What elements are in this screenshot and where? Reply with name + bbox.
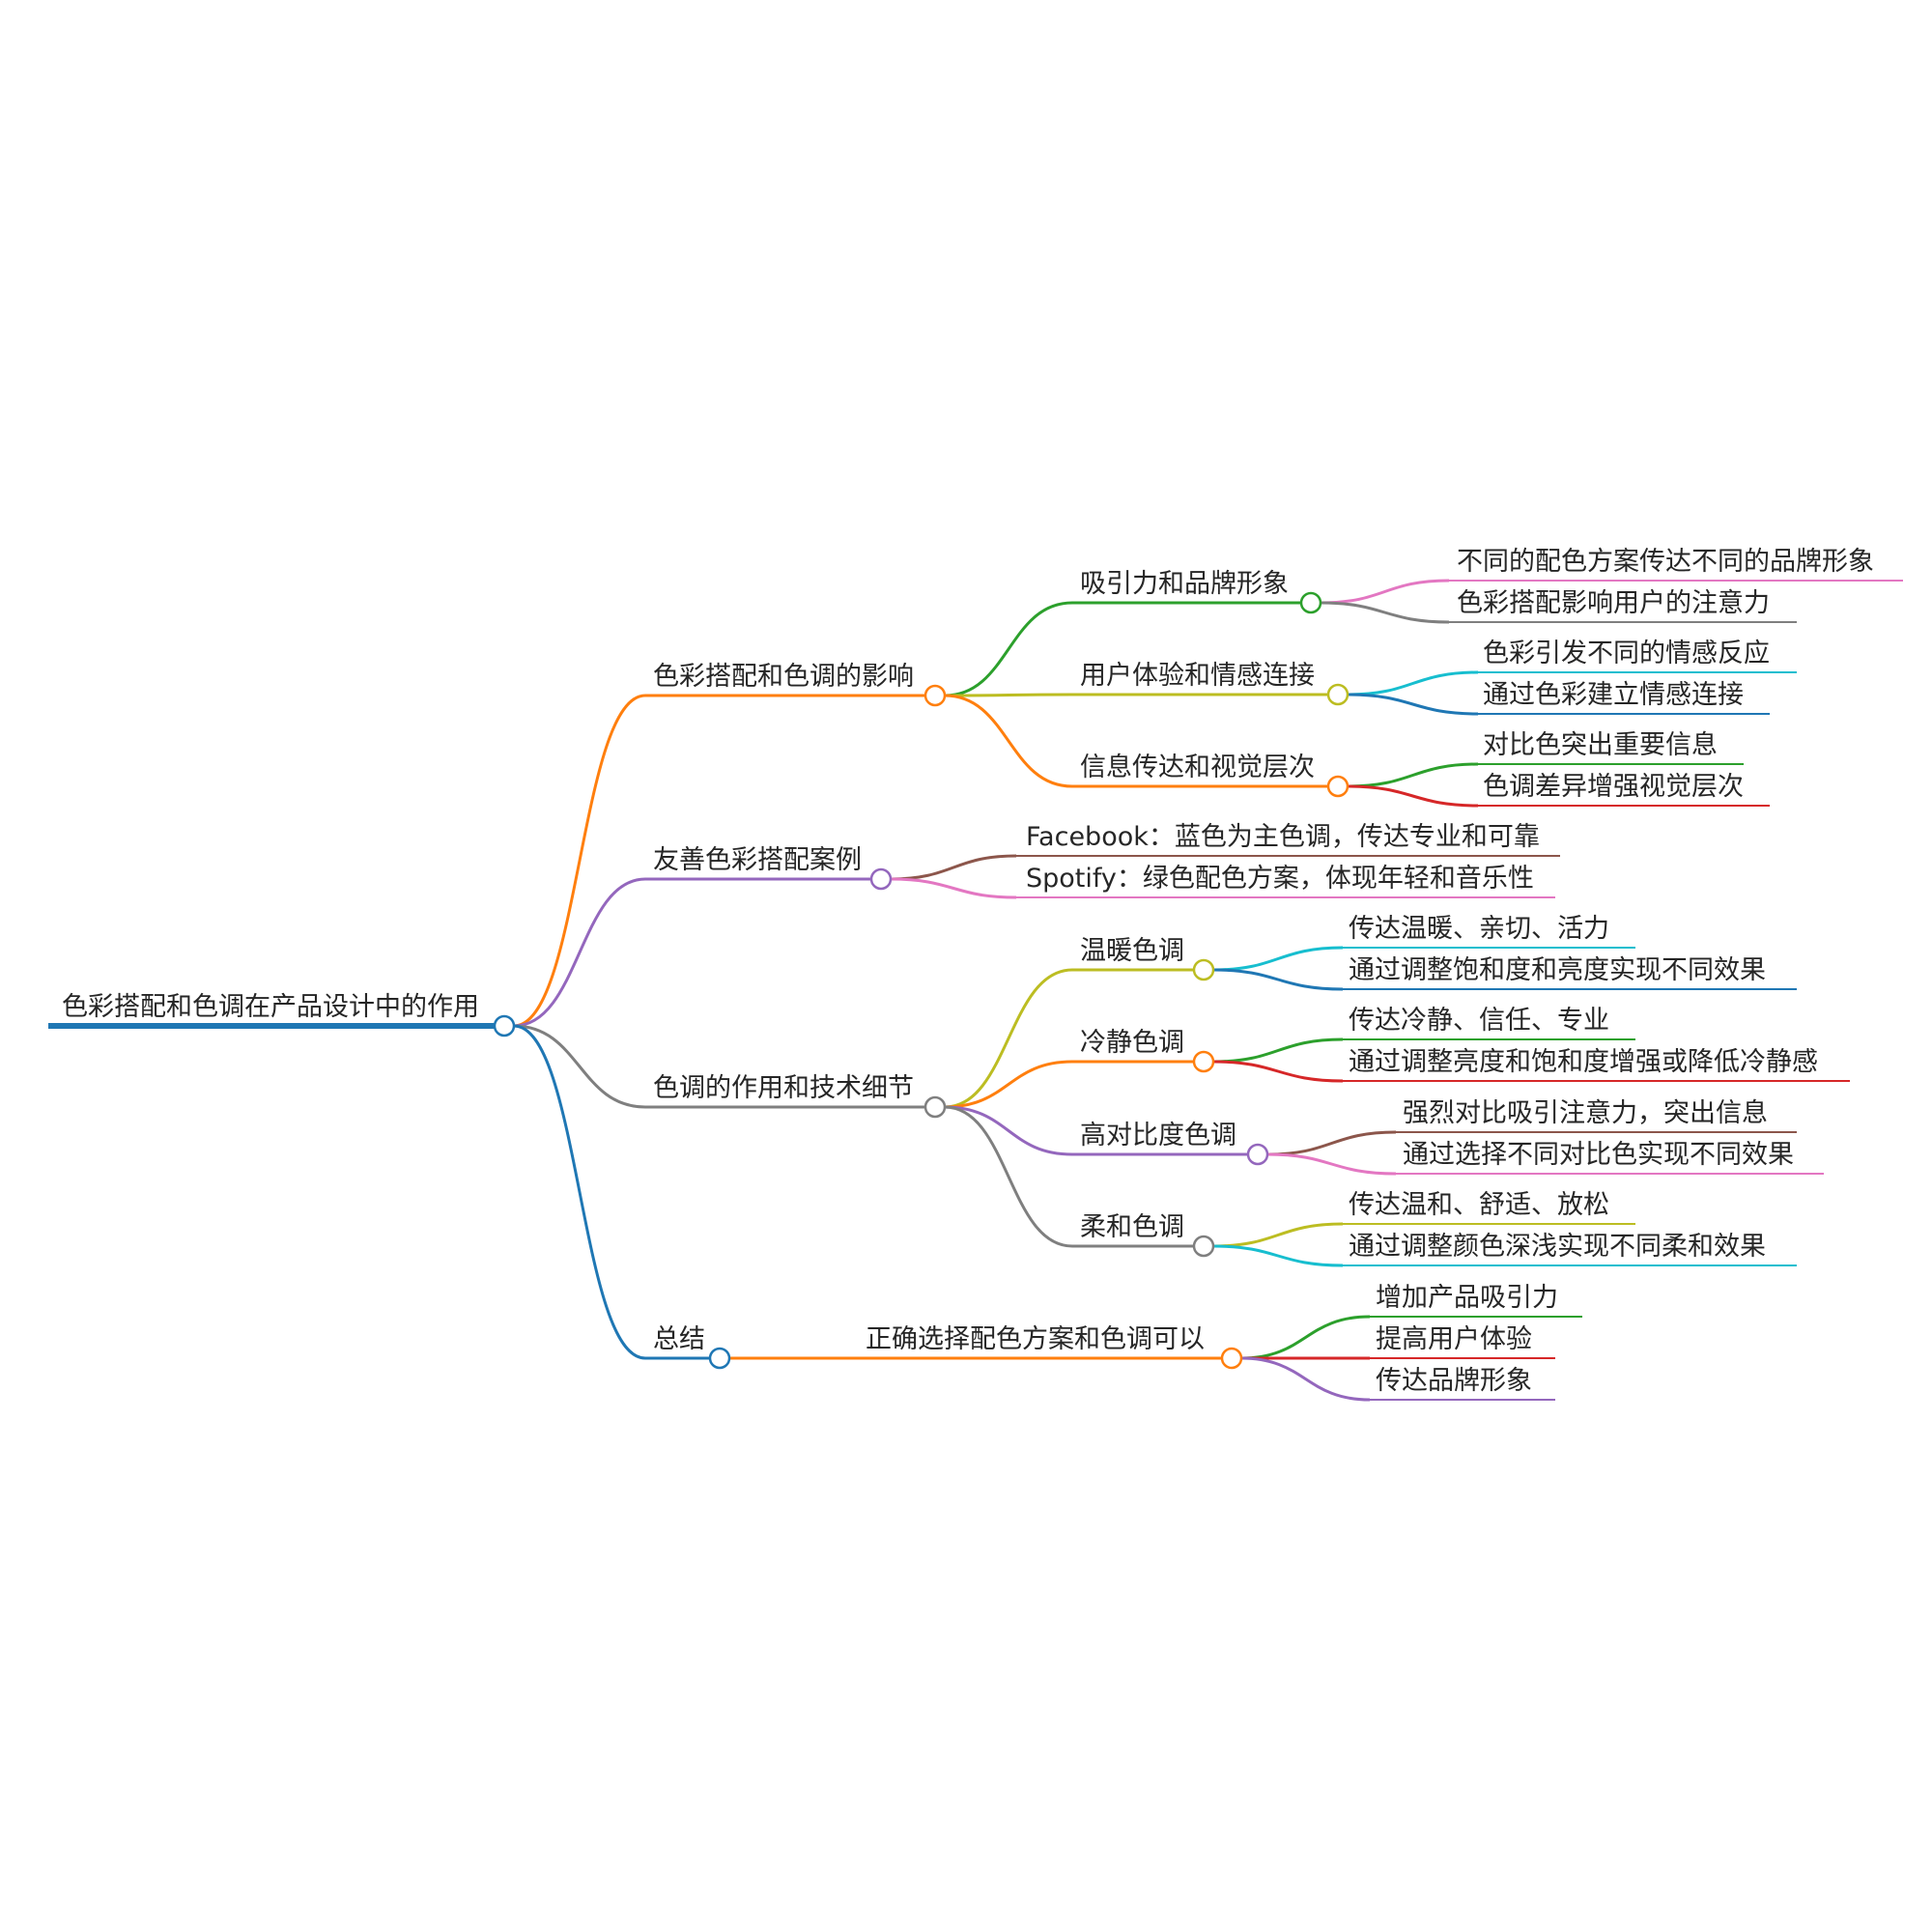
- connector-ux-ux-1: [1347, 670, 1479, 696]
- node-label-info[interactable]: 信息传达和视觉层次: [1080, 753, 1315, 782]
- node-label-info-2[interactable]: 色调差异增强视觉层次: [1483, 772, 1744, 802]
- connector-root-impact: [513, 694, 646, 1028]
- connector-info-info-2: [1347, 784, 1479, 808]
- connector-cases-case-sp: [890, 877, 1017, 899]
- connector-attract-attract-2: [1320, 601, 1450, 624]
- node-label-contrast[interactable]: 高对比度色调: [1080, 1121, 1236, 1151]
- node-layer: 色彩搭配和色调在产品设计中的作用 色彩搭配和色调的影响 吸引力和品牌形象 不同的配色方…: [48, 547, 1903, 1401]
- node-label-cool-2[interactable]: 通过调整亮度和饱和度增强或降低冷静感: [1349, 1047, 1818, 1077]
- node-label-ux[interactable]: 用户体验和情感连接: [1080, 661, 1315, 691]
- node-label-soft[interactable]: 柔和色调: [1080, 1212, 1184, 1242]
- node-label-cases[interactable]: 友善色彩搭配案例: [653, 845, 862, 875]
- connector-warm-warm-1: [1212, 946, 1344, 972]
- connector-impact-info: [944, 694, 1073, 788]
- node-label-summary-2[interactable]: 提高用户体验: [1376, 1324, 1532, 1354]
- node-label-ux-2[interactable]: 通过色彩建立情感连接: [1483, 680, 1744, 710]
- collapse-toggle-contrast[interactable]: [1246, 1143, 1269, 1166]
- connector-contrast-contrast-2: [1266, 1152, 1397, 1176]
- connector-contrast-contrast-1: [1266, 1130, 1397, 1156]
- collapse-toggle-warm[interactable]: [1192, 958, 1215, 981]
- node-label-summary-1[interactable]: 增加产品吸引力: [1376, 1283, 1558, 1313]
- node-label-cool-1[interactable]: 传达冷静、信任、专业: [1349, 1006, 1609, 1036]
- collapse-toggle-summary[interactable]: [708, 1347, 731, 1370]
- collapse-toggle-tone[interactable]: [923, 1095, 947, 1119]
- connector-tone-soft: [944, 1105, 1073, 1248]
- connector-info-info-1: [1347, 762, 1479, 788]
- connector-cases-case-fb: [890, 854, 1017, 881]
- connector-layer: [513, 579, 1479, 1402]
- connector-cool-cool-2: [1212, 1060, 1344, 1083]
- connector-attract-attract-1: [1320, 579, 1450, 605]
- node-label-summary[interactable]: 总结: [653, 1324, 705, 1354]
- node-label-case-fb[interactable]: Facebook：蓝色为主色调，传达专业和可靠: [1026, 822, 1540, 852]
- node-label-soft-1[interactable]: 传达温和、舒适、放松: [1349, 1190, 1609, 1220]
- node-label-case-sp[interactable]: Spotify：绿色配色方案，体现年轻和音乐性: [1026, 864, 1534, 894]
- collapse-toggle-attract[interactable]: [1299, 591, 1322, 614]
- node-label-attract-2[interactable]: 色彩搭配影响用户的注意力: [1457, 588, 1770, 618]
- node-label-contrast-1[interactable]: 强烈对比吸引注意力，突出信息: [1403, 1098, 1768, 1128]
- collapse-toggle-cases[interactable]: [869, 867, 893, 891]
- node-label-root[interactable]: 色彩搭配和色调在产品设计中的作用: [62, 992, 479, 1022]
- node-label-tone[interactable]: 色调的作用和技术细节: [653, 1073, 914, 1103]
- node-label-attract[interactable]: 吸引力和品牌形象: [1080, 569, 1289, 599]
- collapse-toggle-soft[interactable]: [1192, 1235, 1215, 1258]
- connector-impact-attract: [944, 601, 1073, 697]
- node-label-summary-main[interactable]: 正确选择配色方案和色调可以: [866, 1324, 1205, 1354]
- node-label-summary-3[interactable]: 传达品牌形象: [1376, 1366, 1532, 1396]
- node-label-impact[interactable]: 色彩搭配和色调的影响: [653, 662, 914, 692]
- node-label-soft-2[interactable]: 通过调整颜色深浅实现不同柔和效果: [1349, 1232, 1766, 1262]
- node-label-warm-1[interactable]: 传达温暖、亲切、活力: [1349, 914, 1609, 944]
- node-label-cool[interactable]: 冷静色调: [1080, 1028, 1184, 1058]
- connector-tone-warm: [944, 968, 1073, 1109]
- connector-root-summary: [513, 1024, 646, 1360]
- node-label-contrast-2[interactable]: 通过选择不同对比色实现不同效果: [1403, 1140, 1794, 1170]
- connector-root-tone: [513, 1024, 646, 1109]
- connector-root-cases: [513, 877, 646, 1028]
- connector-tone-cool: [944, 1060, 1073, 1109]
- node-label-warm-2[interactable]: 通过调整饱和度和亮度实现不同效果: [1349, 955, 1766, 985]
- connector-summary-main-summary-1: [1240, 1315, 1371, 1360]
- collapse-toggle-ux[interactable]: [1326, 683, 1350, 706]
- node-label-ux-1[interactable]: 色彩引发不同的情感反应: [1483, 639, 1770, 668]
- collapse-toggle-cool[interactable]: [1192, 1050, 1215, 1073]
- node-label-attract-1[interactable]: 不同的配色方案传达不同的品牌形象: [1457, 547, 1874, 577]
- node-label-info-1[interactable]: 对比色突出重要信息: [1483, 730, 1718, 760]
- connector-tone-contrast: [944, 1105, 1073, 1156]
- node-label-warm[interactable]: 温暖色调: [1080, 936, 1184, 966]
- connector-summary-main-summary-3: [1240, 1356, 1371, 1402]
- connector-ux-ux-2: [1347, 693, 1479, 716]
- connector-soft-soft-1: [1212, 1222, 1344, 1248]
- connector-soft-soft-2: [1212, 1244, 1344, 1267]
- collapse-toggle-info[interactable]: [1326, 775, 1350, 798]
- connector-cool-cool-1: [1212, 1037, 1344, 1064]
- collapse-toggle-root[interactable]: [493, 1014, 516, 1037]
- collapse-toggle-summary-main[interactable]: [1220, 1347, 1243, 1370]
- connector-warm-warm-2: [1212, 968, 1344, 991]
- connector-impact-ux: [944, 693, 1073, 697]
- collapse-toggle-impact[interactable]: [923, 684, 947, 707]
